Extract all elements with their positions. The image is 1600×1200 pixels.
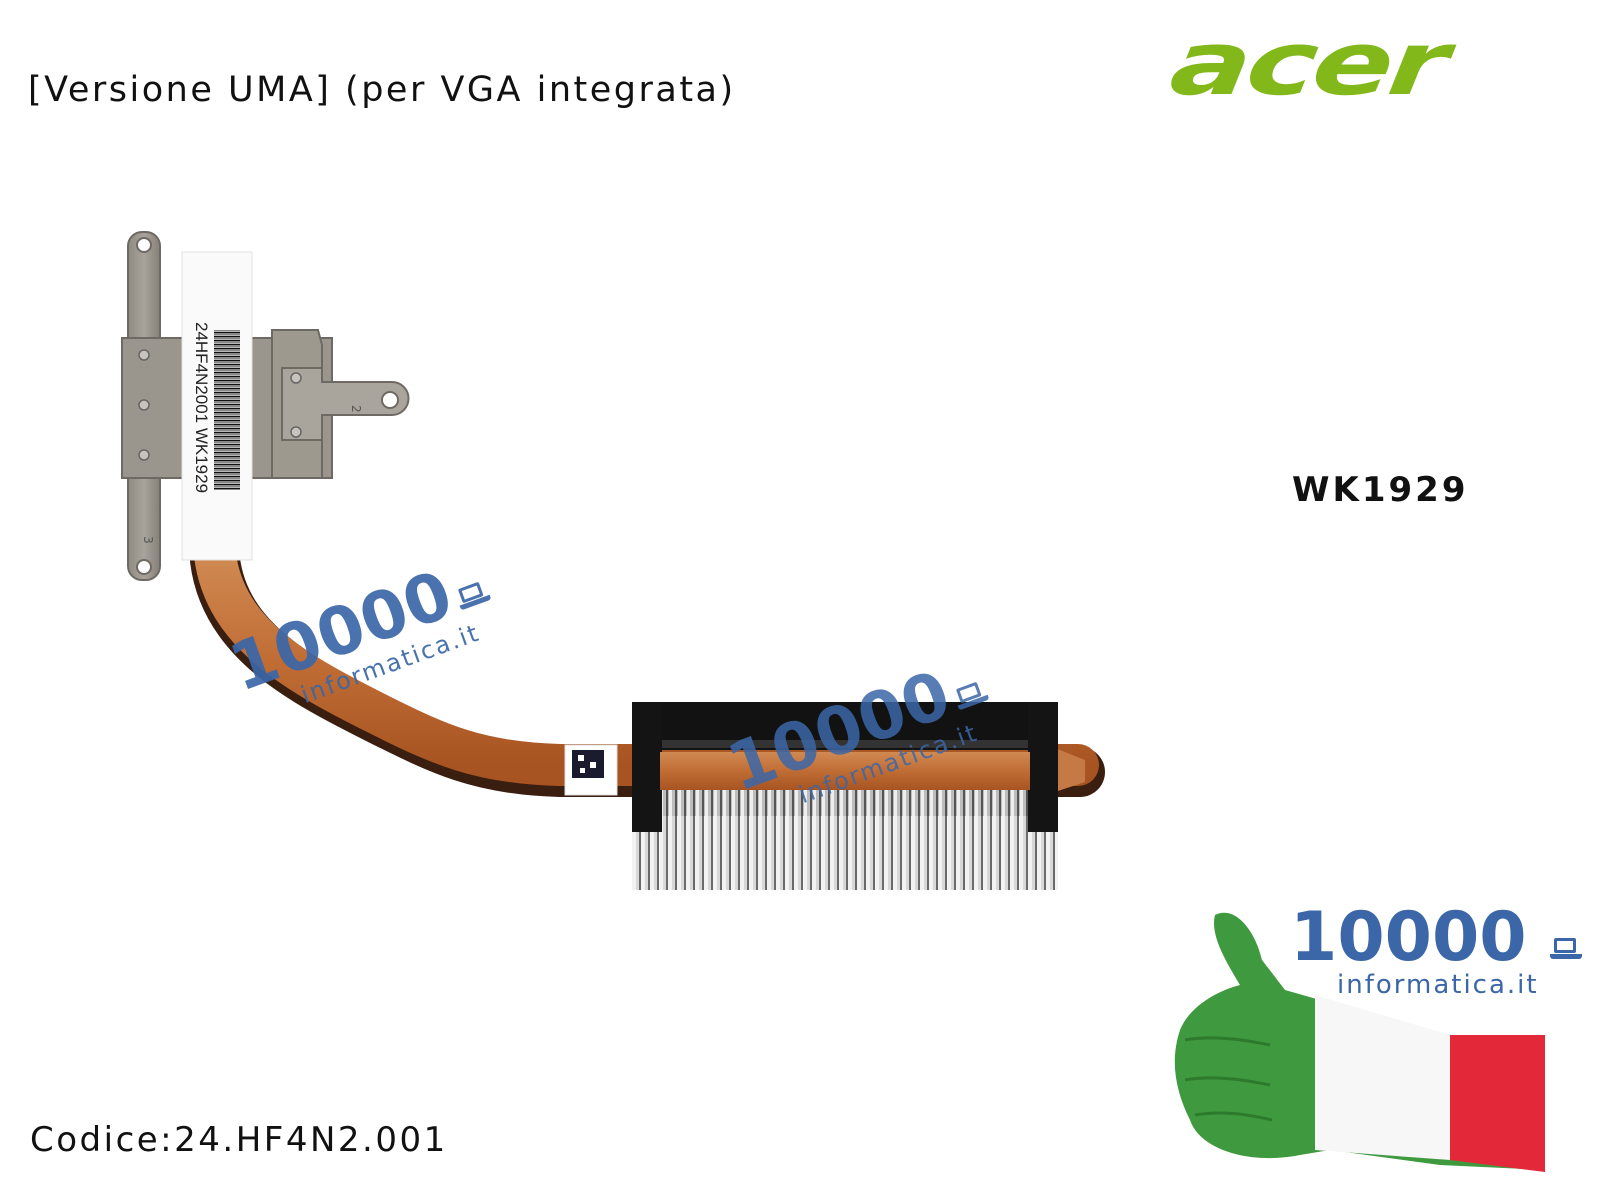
laptop-icon <box>952 680 990 712</box>
qr-label <box>564 744 618 796</box>
seal-number-text: 10000 <box>1290 898 1527 977</box>
acer-logo-text: acer <box>1164 11 1452 115</box>
model-label: WK1929 <box>1292 470 1469 510</box>
svg-text:3: 3 <box>141 536 155 544</box>
seal-number: 10000 <box>1290 902 1583 974</box>
laptop-icon <box>1550 938 1583 960</box>
acer-logo: acer <box>1165 8 1542 118</box>
product-code: Codice:24.HF4N2.001 <box>30 1120 448 1160</box>
mounting-bracket-right: 2 <box>271 329 410 479</box>
part-sticker: 24HF4N2001 WK1929 <box>181 251 253 561</box>
svg-text:24HF4N2001 WK1929: 24HF4N2001 WK1929 <box>192 322 211 493</box>
heat-pipe <box>190 534 1105 797</box>
svg-text:2: 2 <box>349 405 363 413</box>
italian-flag-thumbs-up <box>1174 912 1545 1172</box>
laptop-icon <box>454 580 492 612</box>
seal-domain: informatica.it <box>1337 970 1539 1000</box>
cooling-fin-stack <box>632 702 1058 890</box>
page-title: [Versione UMA] (per VGA integrata) <box>28 70 736 110</box>
